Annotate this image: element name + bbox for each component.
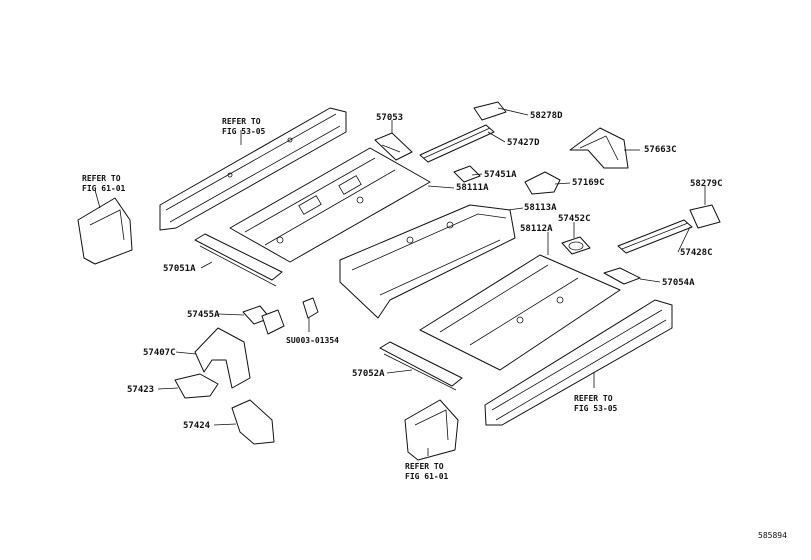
label-57455a: 57455A (187, 310, 220, 320)
bracket-57169c (524, 171, 561, 195)
bracket-57451a (453, 165, 481, 183)
label-57407c: 57407C (143, 348, 176, 358)
ref-refer-to-left: REFER TO (82, 174, 121, 183)
left-front-crossmember (194, 233, 283, 287)
member-57428c (617, 219, 693, 254)
label-57663c: 57663C (644, 145, 677, 155)
label-57051a: 57051A (163, 264, 196, 274)
label-58112a: 58112A (520, 224, 553, 234)
clip-su003 (302, 297, 319, 319)
bracket-57452c (561, 236, 591, 255)
bracket-57424 (231, 399, 275, 445)
front-floor-pan-right (419, 254, 621, 371)
center-tunnel-58113a (339, 204, 516, 319)
ref-fig-61-01-left: FIG 61-01 (82, 184, 126, 193)
panel-57663c (569, 127, 629, 169)
right-rocker-panel (484, 299, 673, 426)
ref-fig-53-05-top: FIG 53-05 (222, 127, 266, 136)
ref-refer-to-top: REFER TO (222, 117, 261, 126)
label-su003: SU003-01354 (286, 336, 339, 345)
left-rocker-panel (159, 107, 347, 231)
label-57169c: 57169C (572, 178, 605, 188)
label-57423: 57423 (127, 385, 154, 395)
bracket-57054a (603, 267, 641, 285)
bracket-57053 (374, 132, 413, 161)
bracket-58279c (689, 204, 721, 229)
label-57053: 57053 (376, 113, 403, 123)
label-57428c: 57428C (680, 248, 713, 258)
ref-fig-61-01-bottom: FIG 61-01 (405, 472, 449, 481)
reinforcement-57407c (194, 327, 251, 389)
bracket-57423 (174, 373, 219, 399)
leader-lines (94, 107, 706, 456)
ref-refer-to-right: REFER TO (574, 394, 613, 403)
left-outrigger-reference (77, 197, 133, 265)
right-outrigger-reference (404, 399, 459, 461)
label-58113a: 58113A (524, 203, 557, 213)
label-58278d: 58278D (530, 111, 563, 121)
label-57451a: 57451A (484, 170, 517, 180)
ref-fig-53-05-right: FIG 53-05 (574, 404, 618, 413)
label-58111a: 58111A (456, 183, 489, 193)
label-57452c: 57452C (558, 214, 591, 224)
label-57424: 57424 (183, 421, 211, 431)
right-front-crossmember (379, 341, 463, 391)
part-labels: 57053 58278D 57427D 57663C 57451A 57169C… (82, 111, 787, 540)
label-57052a: 57052A (352, 369, 385, 379)
label-58279c: 58279C (690, 179, 723, 189)
ref-refer-to-bottom: REFER TO (405, 462, 444, 471)
bracket-57455a (242, 305, 285, 335)
member-57427d (419, 124, 495, 163)
diagram-id: 585894 (758, 531, 787, 540)
bracket-58278d (473, 101, 507, 121)
front-floor-pan-left (229, 147, 431, 263)
label-57054a: 57054A (662, 278, 695, 288)
label-57427d: 57427D (507, 138, 540, 148)
